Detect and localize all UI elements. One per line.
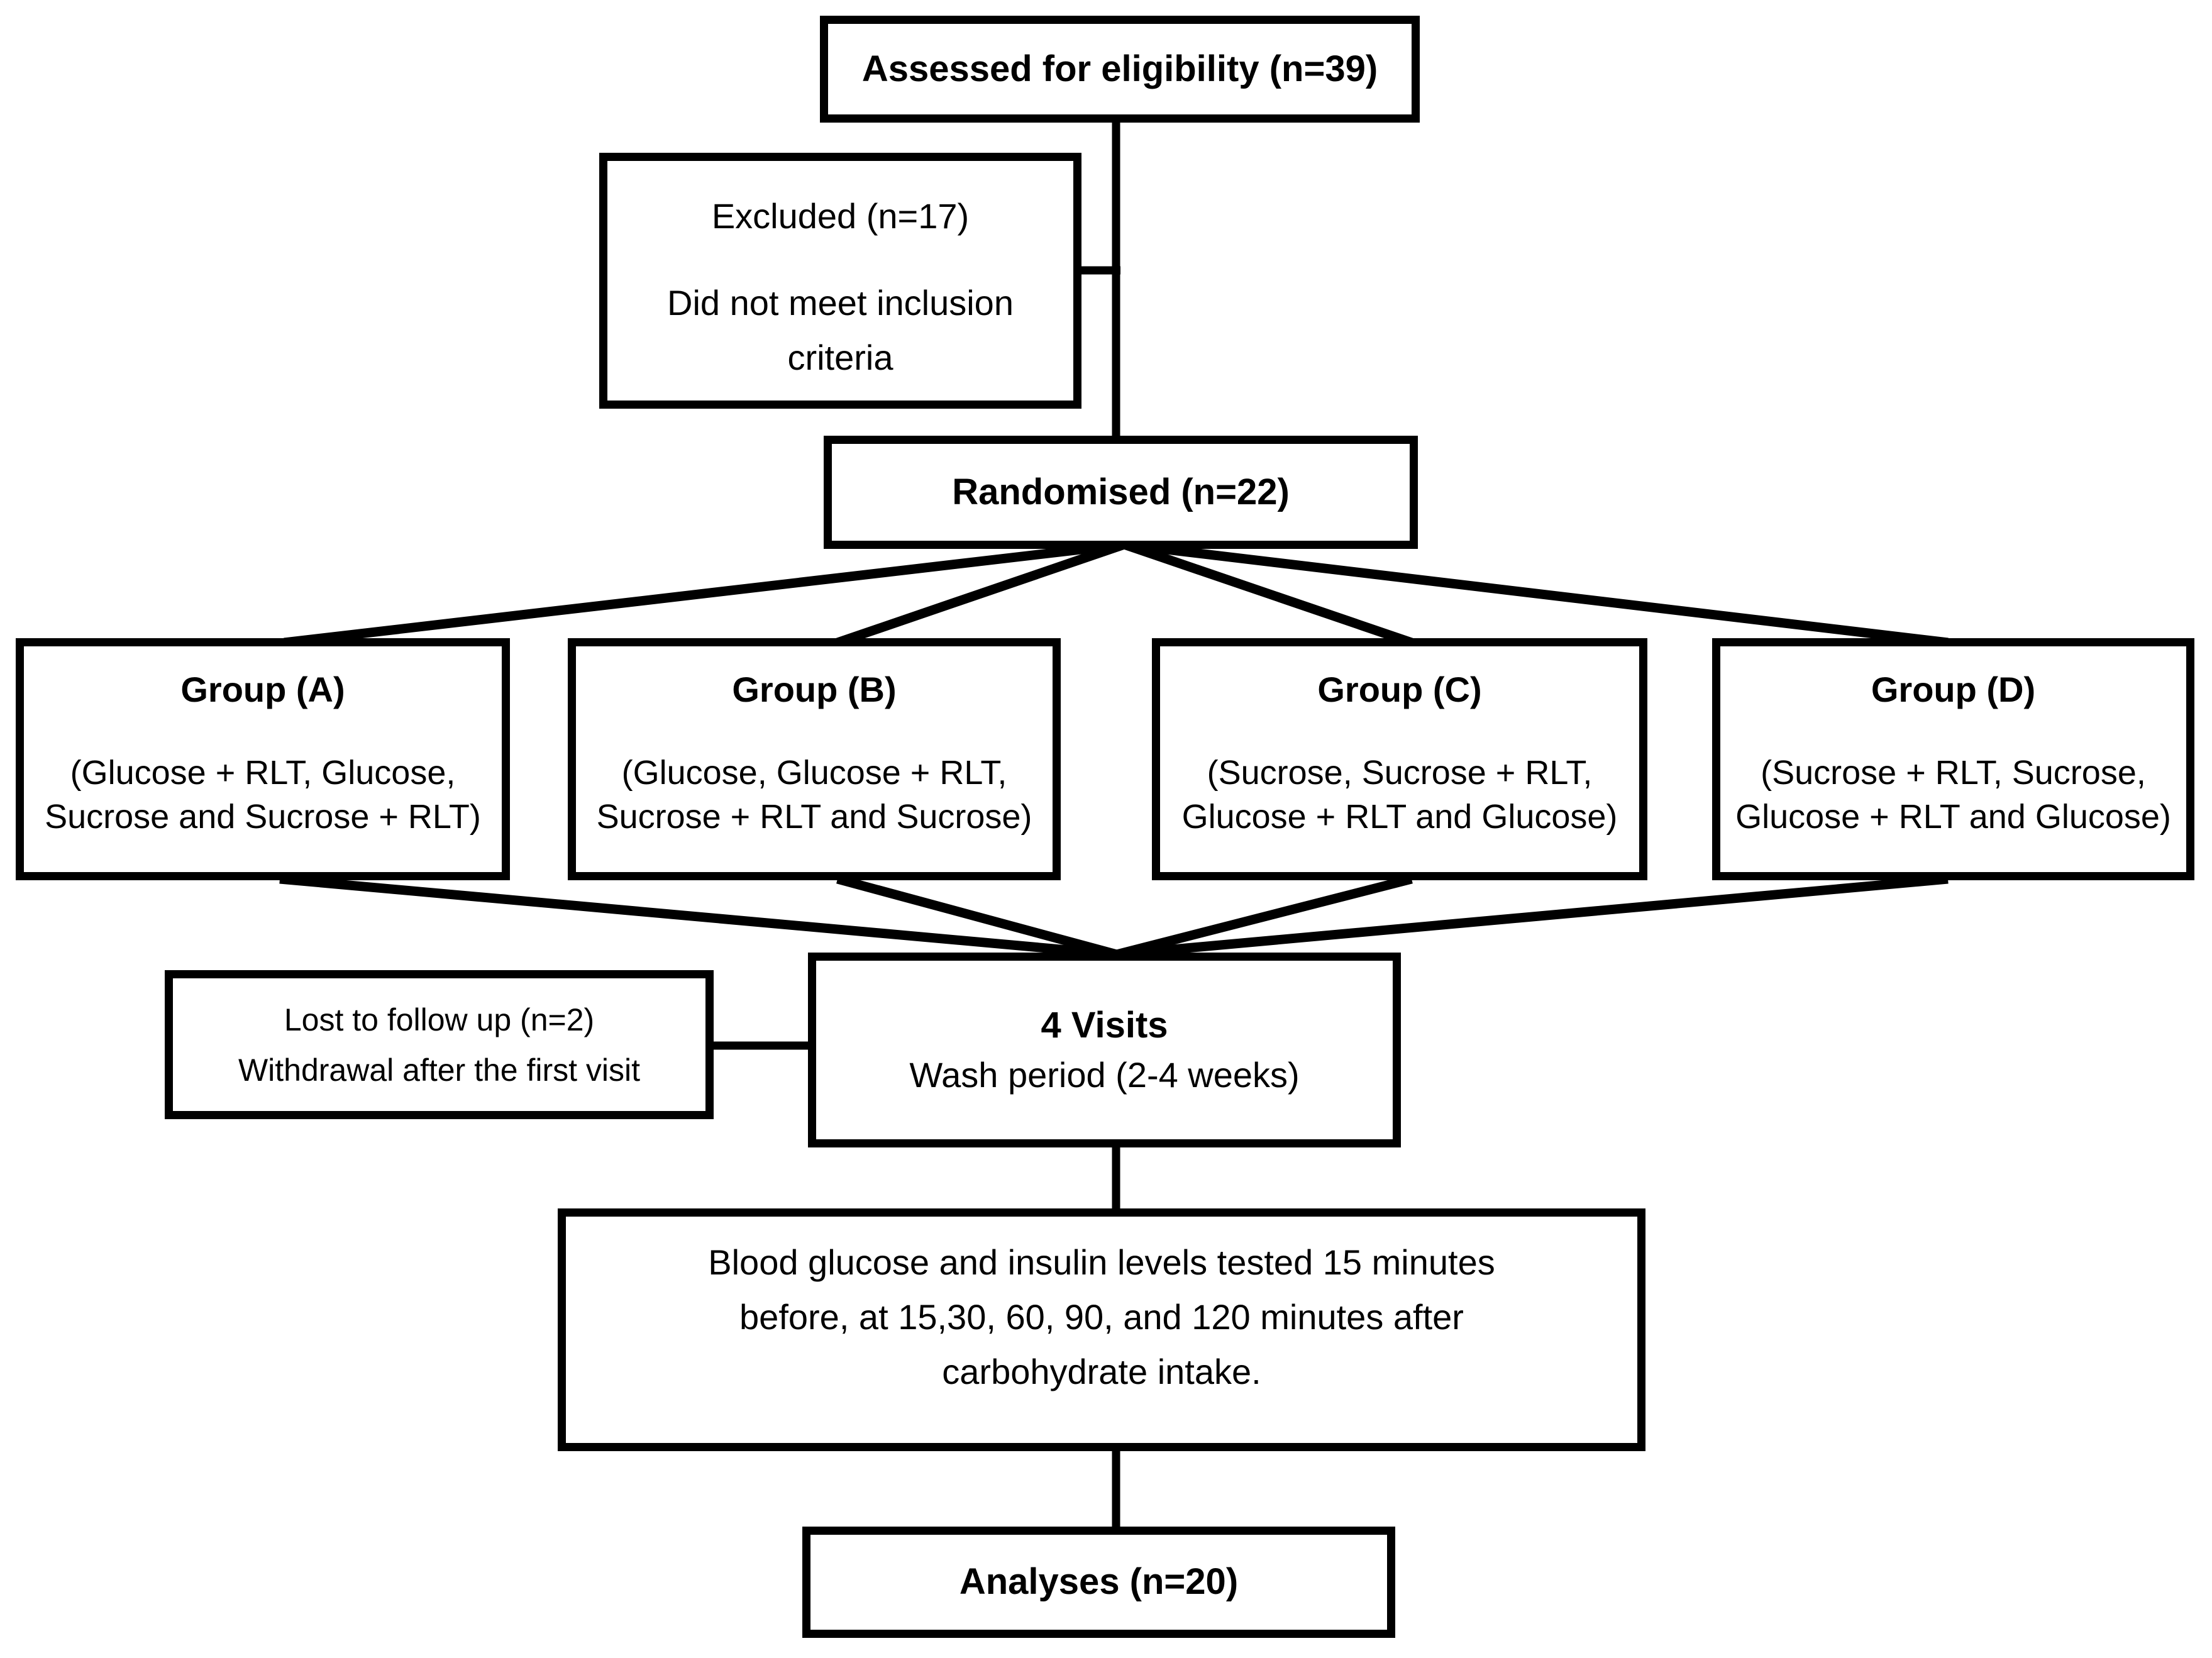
lost-line1: Lost to follow up (n=2)	[284, 1002, 595, 1037]
wash-period-subtitle: Wash period (2-4 weeks)	[909, 1055, 1300, 1095]
randomised-to-group-a-line	[284, 539, 1125, 648]
excluded-box: Excluded (n=17) Did not meet inclusion c…	[599, 153, 1081, 409]
analyses-label: Analyses (n=20)	[959, 1561, 1239, 1603]
group-a-sequence-line1: (Glucose + RLT, Glucose,	[70, 754, 456, 792]
group-b-sequence: (Glucose, Glucose + RLT, Sucrose + RLT a…	[597, 751, 1032, 839]
group-a-sequence: (Glucose + RLT, Glucose, Sucrose and Suc…	[45, 751, 481, 839]
group-d-sequence-line1: (Sucrose + RLT, Sucrose,	[1761, 754, 2146, 792]
group-d-sequence-line2: Glucose + RLT and Glucose)	[1735, 798, 2171, 836]
excluded-reason: Did not meet inclusion criteria	[667, 276, 1014, 385]
testing-line1: Blood glucose and insulin levels tested …	[708, 1242, 1495, 1282]
four-visits-box: 4 Visits Wash period (2-4 weeks)	[808, 953, 1401, 1147]
lost-to-follow-up-box: Lost to follow up (n=2) Withdrawal after…	[165, 970, 714, 1119]
group-c-sequence-line2: Glucose + RLT and Glucose)	[1181, 798, 1618, 836]
lost-line2: Withdrawal after the first visit	[238, 1052, 641, 1088]
four-visits-title: 4 Visits	[1041, 1005, 1168, 1046]
group-b-sequence-line1: (Glucose, Glucose + RLT,	[621, 754, 1007, 792]
randomised-to-group-b-line	[836, 539, 1126, 648]
testing-line3: carbohydrate intake.	[942, 1351, 1261, 1391]
group-c-to-visits-line	[1115, 874, 1413, 959]
group-b-box: Group (B) (Glucose, Glucose + RLT, Sucro…	[568, 638, 1061, 880]
excluded-title: Excluded (n=17)	[711, 196, 970, 236]
assessed-eligibility-box: Assessed for eligibility (n=39)	[820, 16, 1420, 123]
group-d-title: Group (D)	[1871, 670, 2036, 709]
group-b-sequence-line2: Sucrose + RLT and Sucrose)	[596, 798, 1032, 836]
excluded-reason-line2: criteria	[787, 337, 893, 377]
group-d-box: Group (D) (Sucrose + RLT, Sucrose, Gluco…	[1712, 638, 2194, 880]
testing-line2: before, at 15,30, 60, 90, and 120 minute…	[739, 1296, 1464, 1337]
testing-text: Blood glucose and insulin levels tested …	[708, 1235, 1495, 1399]
group-a-to-visits-line	[279, 874, 1117, 959]
group-c-title: Group (C)	[1317, 670, 1482, 709]
testing-box: Blood glucose and insulin levels tested …	[558, 1208, 1645, 1451]
analyses-box: Analyses (n=20)	[802, 1527, 1395, 1638]
lost-to-follow-up-text: Lost to follow up (n=2) Withdrawal after…	[238, 995, 640, 1095]
group-b-to-visits-line	[836, 874, 1118, 959]
group-c-sequence: (Sucrose, Sucrose + RLT, Glucose + RLT a…	[1182, 751, 1618, 839]
group-a-box: Group (A) (Glucose + RLT, Glucose, Sucro…	[16, 638, 510, 880]
group-c-box: Group (C) (Sucrose, Sucrose + RLT, Gluco…	[1152, 638, 1647, 880]
group-b-title: Group (B)	[732, 670, 897, 709]
randomised-to-group-d-line	[1124, 539, 1949, 648]
excluded-reason-line1: Did not meet inclusion	[667, 282, 1014, 323]
group-d-to-visits-line	[1116, 874, 1949, 959]
assessed-eligibility-label: Assessed for eligibility (n=39)	[861, 48, 1378, 89]
randomised-label: Randomised (n=22)	[952, 471, 1290, 512]
group-a-sequence-line2: Sucrose and Sucrose + RLT)	[45, 798, 481, 836]
group-c-sequence-line1: (Sucrose, Sucrose + RLT,	[1207, 754, 1593, 792]
randomised-box: Randomised (n=22)	[824, 436, 1418, 549]
randomised-to-group-c-line	[1122, 539, 1413, 648]
group-d-sequence: (Sucrose + RLT, Sucrose, Glucose + RLT a…	[1735, 751, 2171, 839]
group-a-title: Group (A)	[180, 670, 345, 709]
